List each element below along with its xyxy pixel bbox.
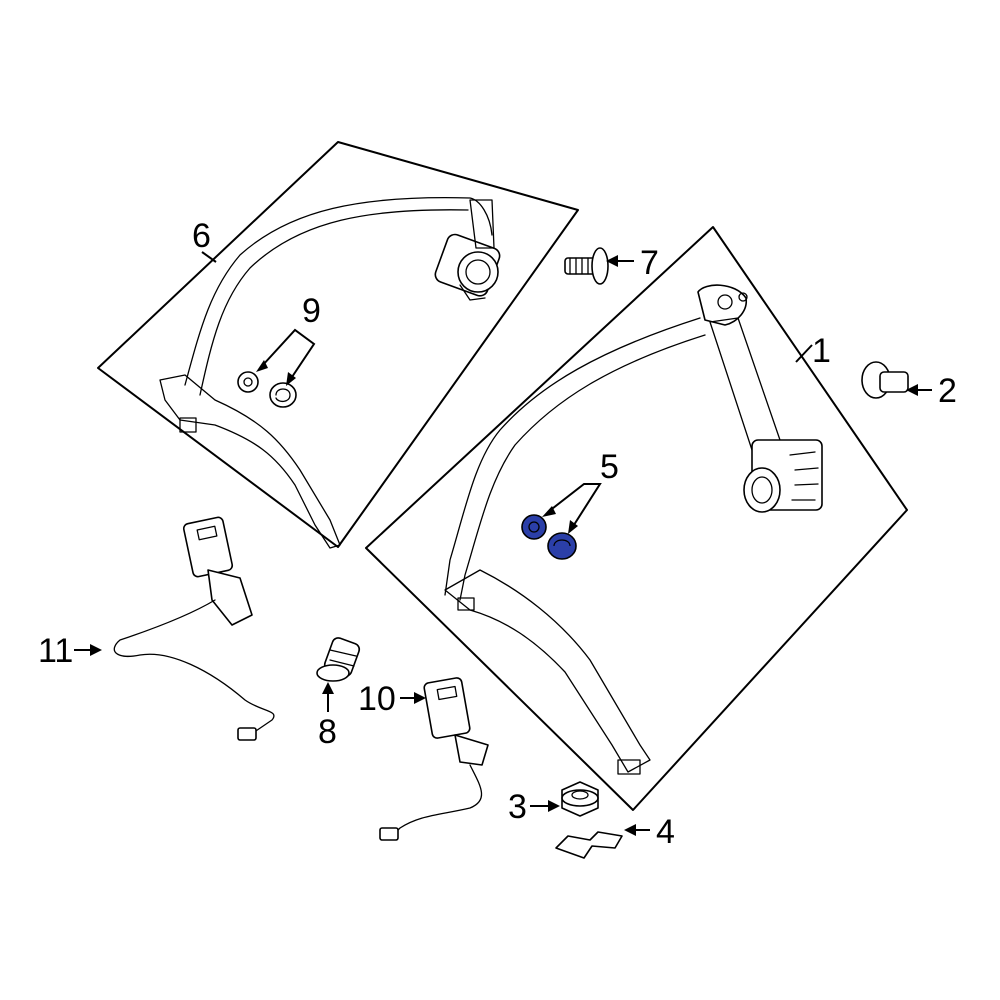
front-belt-panel-border: [365, 226, 908, 811]
rear-belt-panel: [97, 141, 579, 549]
part-7-bolt: [564, 247, 609, 285]
front-belt-retractor: [743, 439, 823, 513]
front-belt-webbing-inner: [459, 334, 706, 601]
front-belt-anchor-tab: [457, 597, 475, 611]
callout-11-label: 11: [38, 632, 73, 670]
part-10-buckle: [379, 677, 489, 841]
callout-3-label: 3: [508, 788, 527, 826]
front-belt-panel: [365, 226, 908, 811]
callout-10: 10: [358, 680, 426, 718]
callout-3: 3: [508, 788, 560, 826]
rear-belt-anchor-tab: [179, 417, 197, 433]
rear-belt-lower-strap: [159, 374, 341, 549]
callout-2-label: 2: [938, 372, 957, 410]
callout-11: 11: [38, 632, 102, 670]
callout-7-label: 7: [640, 244, 659, 282]
callout-1: 1: [795, 332, 831, 370]
callout-4-label: 4: [656, 813, 675, 851]
callout-7: 7: [606, 244, 659, 282]
rear-belt-webbing-inner: [199, 209, 469, 396]
part-4-plate: [555, 831, 623, 859]
rear-belt-panel-border: [97, 141, 579, 548]
front-belt-vertical-section: [709, 317, 781, 451]
callout-10-label: 10: [358, 680, 396, 718]
part-3-nut: [561, 781, 599, 817]
callout-9: 9: [256, 292, 321, 386]
front-belt-upper-guide: [697, 284, 748, 326]
callout-8: 8: [318, 682, 337, 751]
callout-2: 2: [906, 372, 957, 410]
part-9-washer-b: [269, 382, 297, 408]
rear-belt-webbing-outer: [184, 197, 493, 386]
callout-1-label: 1: [812, 332, 831, 370]
part-5-washer-a: [521, 514, 547, 540]
callout-9-label: 9: [302, 292, 321, 330]
callout-4: 4: [624, 813, 675, 851]
part-9-washers: [237, 371, 297, 408]
part-2-bolt: [861, 361, 909, 399]
callout-5-label: 5: [600, 448, 619, 486]
front-belt-lower-strap: [444, 569, 651, 773]
part-8-stud: [316, 637, 361, 682]
front-belt-lower-anchor: [617, 759, 641, 775]
callout-6-label: 6: [192, 217, 211, 255]
callout-6: 6: [192, 217, 217, 263]
part-5-washer-b: [547, 532, 577, 560]
part-9-washer-a: [237, 371, 259, 393]
rear-belt-retractor: [434, 199, 501, 301]
front-belt-webbing-outer: [444, 317, 701, 596]
callout-8-label: 8: [318, 713, 337, 751]
callout-5: 5: [542, 448, 619, 534]
part-5-washers: [521, 514, 577, 560]
part-11-buckle: [113, 516, 275, 741]
